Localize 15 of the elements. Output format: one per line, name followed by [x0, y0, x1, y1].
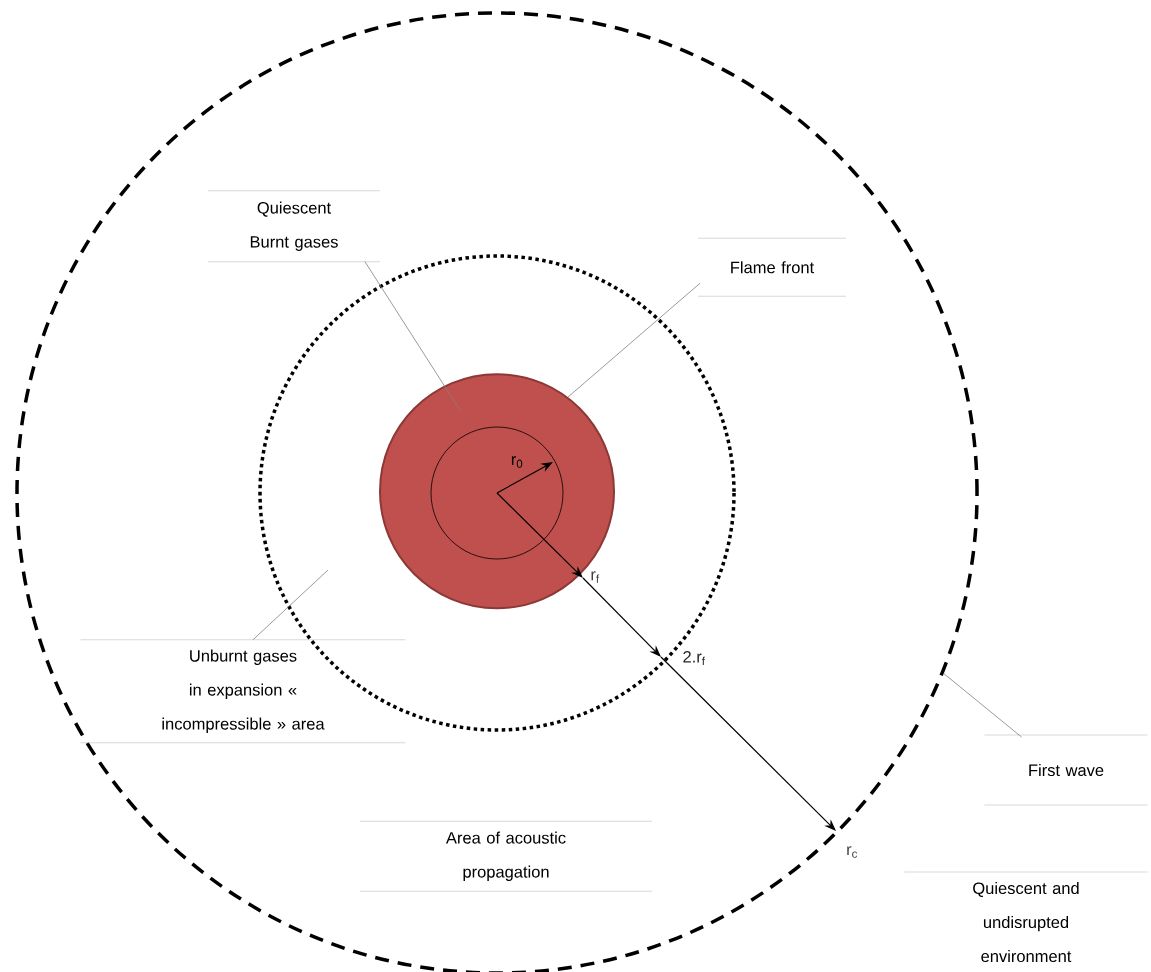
- label-box: Area of acoustic propagation: [359, 820, 653, 892]
- label-box: Unburnt gases in expansion « incompressible » area: [80, 639, 406, 744]
- leader-line: [252, 569, 329, 641]
- radius-label: 2.r$_{f}$: [683, 650, 705, 666]
- label-box: Flame front: [697, 237, 847, 297]
- leader-line: [364, 261, 461, 411]
- leader-line: [943, 673, 1022, 738]
- label-box: Quiescent Burnt gases: [207, 190, 381, 263]
- label-box: Quiescent and undisrupted environment: [904, 871, 1148, 963]
- radius-label: r$_{c}$: [847, 846, 858, 858]
- radius-label: r$_{f}$: [591, 571, 600, 583]
- flame-disk: [379, 373, 615, 610]
- radius-label: r$_{0}$: [511, 456, 523, 468]
- label-box: First wave: [984, 734, 1148, 806]
- leader-line: [567, 282, 701, 398]
